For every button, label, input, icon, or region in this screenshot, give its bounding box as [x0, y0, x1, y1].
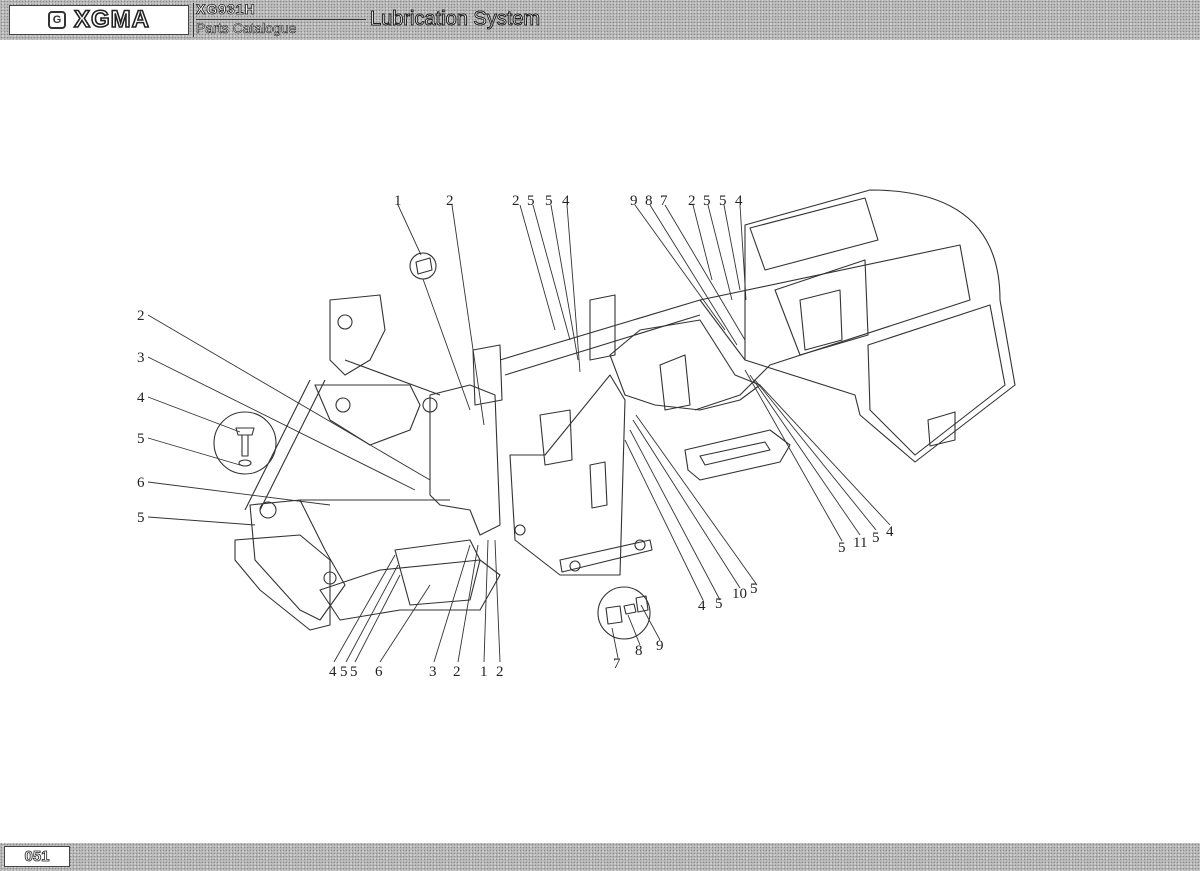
callout-label: 3 — [137, 350, 145, 366]
callout-label: 5 — [137, 431, 145, 447]
callout-label: 2 — [688, 193, 696, 209]
callout-label: 5 — [838, 540, 846, 556]
callout-label: 4 — [735, 193, 743, 209]
callout-label: 4 — [886, 524, 894, 540]
callout-label: 2 — [137, 308, 145, 324]
part-callouts: 1 2 2 5 5 4 9 8 7 2 5 5 4 2 3 4 5 6 5 4 … — [137, 193, 894, 680]
callout-label: 5 — [545, 193, 553, 209]
header-rule — [196, 19, 366, 20]
chassis-frame-drawing — [213, 189, 1016, 640]
callout-label: 4 — [137, 390, 145, 406]
callout-label: 4 — [698, 598, 706, 614]
brand-name: XGMA — [73, 5, 150, 34]
callout-label: 1 — [394, 193, 402, 209]
callout-label: 9 — [656, 638, 664, 654]
callout-label: 1 — [480, 664, 488, 680]
callout-label: 7 — [613, 656, 621, 672]
footer-band: 051 — [0, 843, 1200, 871]
callout-label: 10 — [732, 586, 747, 602]
header-band: G XGMA XG931H Parts Catalogue Lubricatio… — [0, 0, 1200, 40]
callout-label: 2 — [512, 193, 520, 209]
callout-label: 11 — [853, 535, 867, 551]
callout-label: 5 — [750, 581, 758, 597]
callout-label: 5 — [340, 664, 348, 680]
callout-label: 2 — [446, 193, 454, 209]
callout-label: 9 — [630, 193, 638, 209]
header-divider — [193, 3, 194, 37]
callout-label: 8 — [635, 643, 643, 659]
callout-label: 6 — [375, 664, 383, 680]
page-title: Lubrication System — [369, 8, 541, 31]
callout-label: 7 — [660, 193, 668, 209]
callout-label: 2 — [496, 664, 504, 680]
callout-label: 5 — [715, 596, 723, 612]
callout-label: 5 — [719, 193, 727, 209]
brand-logo: G XGMA — [9, 5, 189, 35]
catalog-label: Parts Catalogue — [196, 20, 297, 37]
brand-mark-icon: G — [48, 11, 66, 29]
callout-label: 2 — [453, 664, 461, 680]
model-name: XG931H — [196, 1, 256, 18]
callout-label: 5 — [527, 193, 535, 209]
callout-label: 4 — [329, 664, 337, 680]
callout-label: 5 — [137, 510, 145, 526]
callout-label: 5 — [703, 193, 711, 209]
callout-label: 3 — [429, 664, 437, 680]
callout-label: 8 — [645, 193, 653, 209]
page-number: 051 — [4, 846, 70, 867]
callout-label: 4 — [562, 193, 570, 209]
callout-label: 6 — [137, 475, 145, 491]
callout-label: 5 — [350, 664, 358, 680]
leader-lines — [147, 204, 891, 663]
callout-label: 5 — [872, 530, 880, 546]
